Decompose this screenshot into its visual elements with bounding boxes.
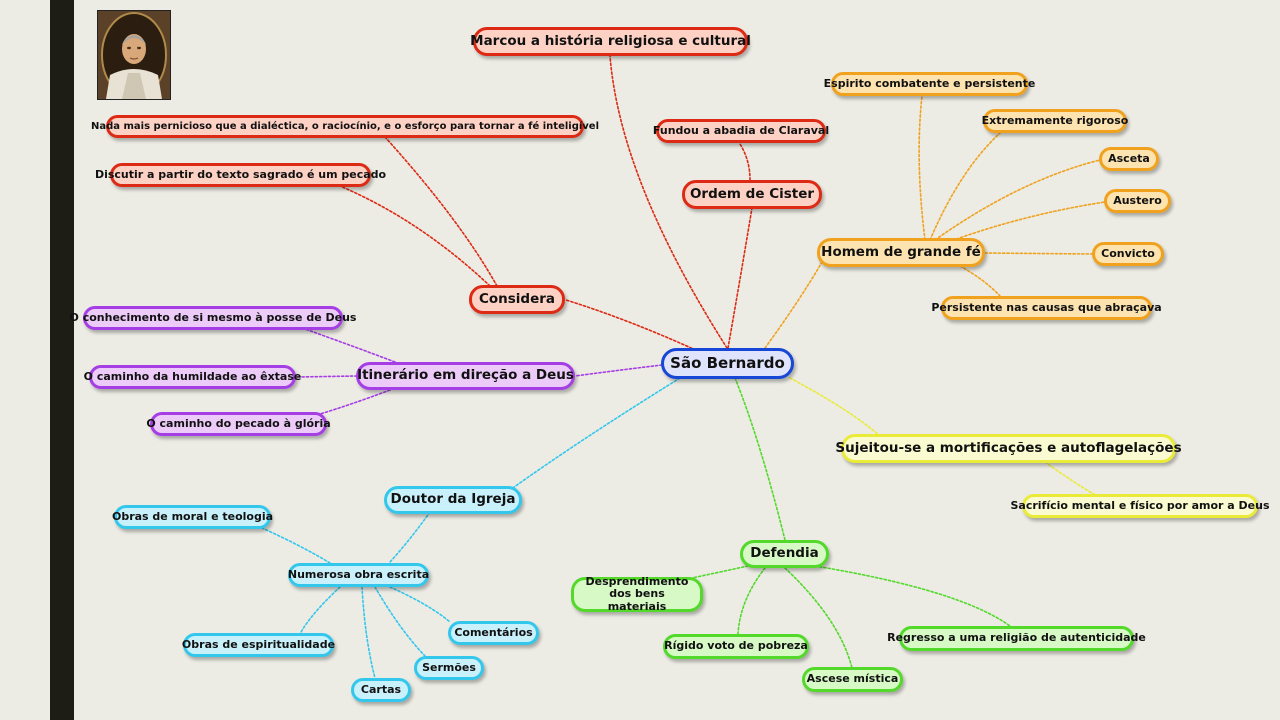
- node-extremamente-rigoroso[interactable]: Extremamente rigoroso: [982, 109, 1128, 133]
- node-central-sao-bernardo[interactable]: São Bernardo: [661, 348, 794, 379]
- node-austero[interactable]: Austero: [1104, 189, 1171, 213]
- node-desprendimento-bens[interactable]: Desprendimento dos bens materiais: [571, 576, 703, 612]
- node-ascese-mistica[interactable]: Ascese mística: [802, 667, 903, 692]
- node-fundou-abadia[interactable]: Fundou a abadia de Claraval: [653, 119, 829, 143]
- node-cartas[interactable]: Cartas: [351, 678, 411, 702]
- node-obras-espiritualidade[interactable]: Obras de espiritualidade: [182, 633, 335, 657]
- node-sermoes[interactable]: Sermões: [414, 656, 484, 680]
- node-considera[interactable]: Considera: [469, 285, 565, 314]
- node-discutir-texto-sagrado[interactable]: Discutir a partir do texto sagrado é um …: [95, 163, 386, 187]
- node-persistente-causas[interactable]: Persistente nas causas que abraçava: [931, 296, 1162, 320]
- node-sujeitou-mortificacoes[interactable]: Sujeitou-se a mortificações e autoflagel…: [835, 434, 1182, 463]
- node-doutor-igreja[interactable]: Doutor da Igreja: [384, 486, 522, 514]
- node-numerosa-obra-escrita[interactable]: Numerosa obra escrita: [288, 563, 429, 587]
- node-itinerario-deus[interactable]: Itinerário em direção a Deus: [356, 362, 575, 390]
- node-homem-grande-fe[interactable]: Homem de grande fé: [817, 238, 985, 267]
- node-conhecimento-si-mesmo[interactable]: O conhecimento de si mesmo à posse de De…: [70, 306, 356, 330]
- node-defendia[interactable]: Defendia: [740, 540, 829, 568]
- node-espirito-combatente[interactable]: Espirito combatente e persistente: [824, 72, 1035, 96]
- left-decorative-bar: [50, 0, 74, 720]
- node-nada-mais-pernicioso[interactable]: Nada mais pernicioso que a dialéctica, o…: [91, 115, 599, 138]
- node-comentarios[interactable]: Comentários: [448, 621, 539, 645]
- node-asceta[interactable]: Asceta: [1099, 147, 1159, 171]
- node-regresso-religiao[interactable]: Regresso a uma religião de autenticidade: [887, 626, 1146, 651]
- saint-bernard-portrait: [97, 10, 171, 100]
- node-obras-moral-teologia[interactable]: Obras de moral e teologia: [112, 505, 273, 529]
- node-caminho-humildade[interactable]: O caminho da humildade ao êxtase: [84, 365, 301, 389]
- node-caminho-pecado[interactable]: O caminho do pecado à glória: [146, 412, 331, 436]
- node-marcou-historia[interactable]: Marcou a história religiosa e cultural: [470, 27, 751, 56]
- node-sacrificio-mental[interactable]: Sacrifício mental e físico por amor a De…: [1011, 494, 1270, 518]
- node-rigido-voto-pobreza[interactable]: Rígido voto de pobreza: [663, 634, 809, 659]
- node-ordem-cister[interactable]: Ordem de Cister: [682, 180, 822, 209]
- node-convicto[interactable]: Convicto: [1092, 242, 1164, 266]
